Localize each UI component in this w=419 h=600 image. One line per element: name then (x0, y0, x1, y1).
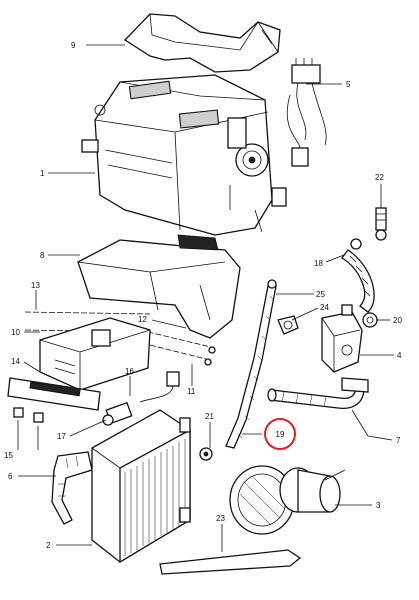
control-cables (24, 311, 216, 366)
callout-25: 25 (316, 290, 325, 299)
part-6-hose (51, 451, 93, 525)
part-5-resistor-unit (286, 58, 327, 167)
part-3-blower-motor (229, 465, 346, 535)
part-16-switch (139, 371, 180, 403)
callout-22: 22 (375, 173, 384, 182)
part-14-control-panel (7, 317, 151, 411)
callout-24: 24 (320, 303, 329, 312)
callout-9: 9 (71, 41, 76, 50)
part-4-heater-valve (321, 304, 363, 373)
callout-12: 12 (138, 315, 147, 324)
callout-14: 14 (11, 357, 20, 366)
callout-21: 21 (205, 412, 214, 421)
callout-6: 6 (8, 472, 13, 481)
callout-20: 20 (393, 316, 402, 325)
part-22-bleed-valve (375, 207, 387, 241)
part-9-top-duct (123, 13, 281, 73)
part-8-lower-duct (77, 234, 241, 339)
part-23-strip (159, 549, 302, 575)
callout-19: 19 (276, 430, 285, 439)
callout-16: 16 (125, 367, 134, 376)
callout-1: 1 (40, 169, 45, 178)
leader-lines (17, 44, 394, 552)
callout-15: 15 (4, 451, 13, 460)
callout-10: 10 (11, 328, 20, 337)
callout-2: 2 (46, 541, 51, 550)
callout-11: 11 (187, 387, 196, 396)
part-20-washer (362, 312, 378, 328)
part-25-hose (225, 279, 277, 449)
callout-7: 7 (396, 436, 401, 445)
callout-23: 23 (216, 514, 225, 523)
part-17-switch-body (102, 401, 133, 426)
part-15-knobs (13, 407, 44, 423)
callout-3: 3 (376, 501, 381, 510)
callout-13: 13 (31, 281, 40, 290)
part-24-clip (277, 315, 299, 335)
part-18-hose (341, 238, 375, 313)
callout-8: 8 (40, 251, 45, 260)
callout-19-highlight-ring (264, 418, 296, 450)
callout-18: 18 (314, 259, 323, 268)
callout-5: 5 (346, 80, 351, 89)
part-1-heater-housing (81, 74, 287, 236)
part-7-pipe (267, 377, 369, 410)
callouts: 9 5 1 22 8 18 13 25 24 20 10 12 14 4 11 … (4, 41, 402, 550)
part-21-grommet (199, 447, 213, 461)
callout-17: 17 (57, 432, 66, 441)
part-2-heater-core (91, 409, 191, 564)
callout-4: 4 (397, 351, 402, 360)
